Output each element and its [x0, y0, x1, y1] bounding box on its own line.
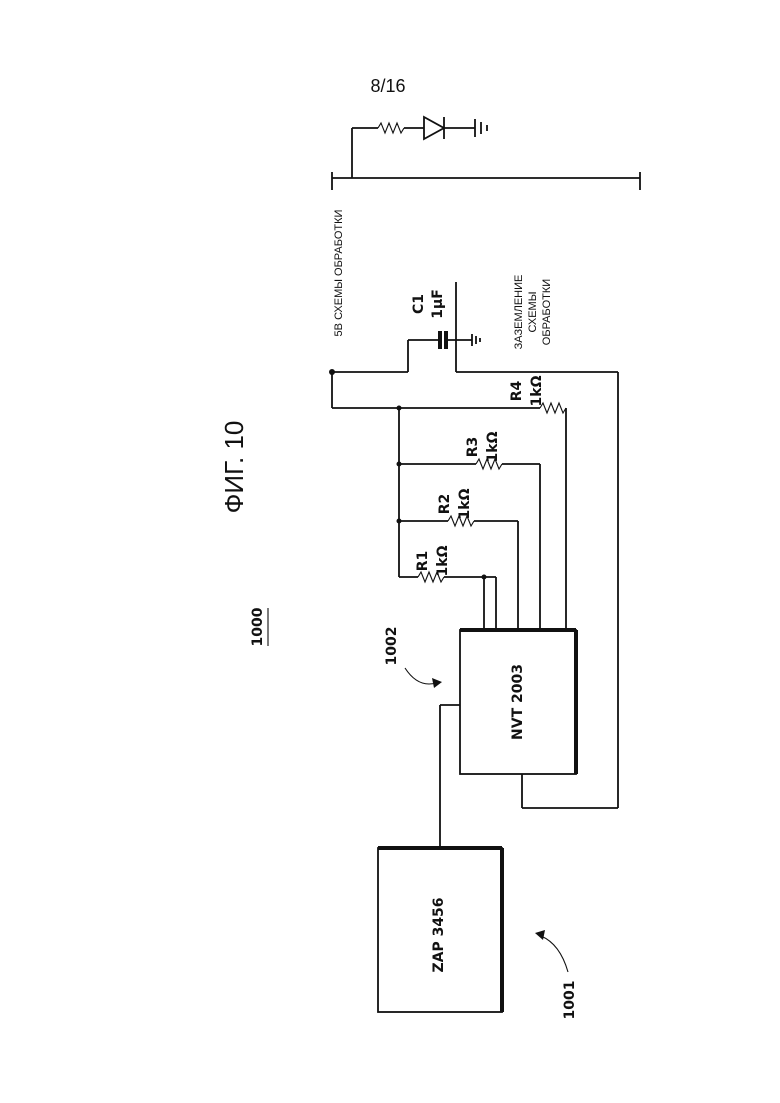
r2-value: 1kΩ: [457, 488, 473, 519]
ground-label-line-3: ОБРАБОТКИ: [541, 279, 553, 345]
r1-name: R1: [415, 551, 431, 572]
capacitor-c1: C1 1µF: [332, 289, 480, 372]
supply-bus: [332, 128, 640, 190]
nvt-ref-arrowhead: [432, 678, 442, 688]
r3-value: 1kΩ: [485, 431, 501, 462]
zap-label: ZAP 3456: [431, 897, 447, 972]
supply-net-label: 5В СХЕМЫ ОБРАБОТКИ: [333, 210, 345, 337]
nvt-reference: 1002: [384, 627, 442, 688]
resistor-r1: R1 1kΩ: [399, 545, 496, 630]
zap-ref-number: 1001: [562, 981, 578, 1020]
r2-name: R2: [437, 494, 453, 515]
zap-nvt-link: [440, 705, 460, 848]
nvt-ref-number: 1002: [384, 627, 400, 666]
led-resistor-zigzag: [378, 123, 404, 133]
zap-reference: 1001: [535, 930, 578, 1019]
figure-title: ФИГ. 10: [219, 421, 249, 514]
zap-block: ZAP 3456: [378, 848, 502, 1012]
r4-value: 1kΩ: [529, 375, 545, 406]
nvt-block: NVT 2003: [460, 630, 576, 774]
led-indicator-branch: [352, 117, 487, 139]
page-number: 8/16: [370, 76, 405, 96]
figure-ref-number: 1000: [250, 607, 266, 646]
r4-name: R4: [509, 380, 525, 401]
ground-label-line-1: ЗАЗЕМЛЕНИЕ: [513, 275, 525, 350]
nvt-ref-arrow: [405, 668, 436, 684]
resistor-r4: R4 1kΩ: [399, 375, 566, 630]
processing-ground: ЗАЗЕМЛЕНИЕ СХЕМЫ ОБРАБОТКИ: [456, 275, 618, 808]
zap-ref-arrowhead: [535, 930, 545, 940]
zap-ref-arrow: [541, 936, 568, 972]
ground-label-line-2: СХЕМЫ: [527, 292, 539, 333]
capacitor-value: 1µF: [430, 289, 446, 319]
nvt-label: NVT 2003: [510, 664, 526, 740]
figure-reference: 1000: [250, 607, 268, 646]
capacitor-name: C1: [411, 294, 427, 314]
led-diode-icon: [424, 117, 444, 139]
r3-name: R3: [465, 437, 481, 458]
r1-value: 1kΩ: [435, 545, 451, 576]
supply-rail: [329, 369, 402, 577]
